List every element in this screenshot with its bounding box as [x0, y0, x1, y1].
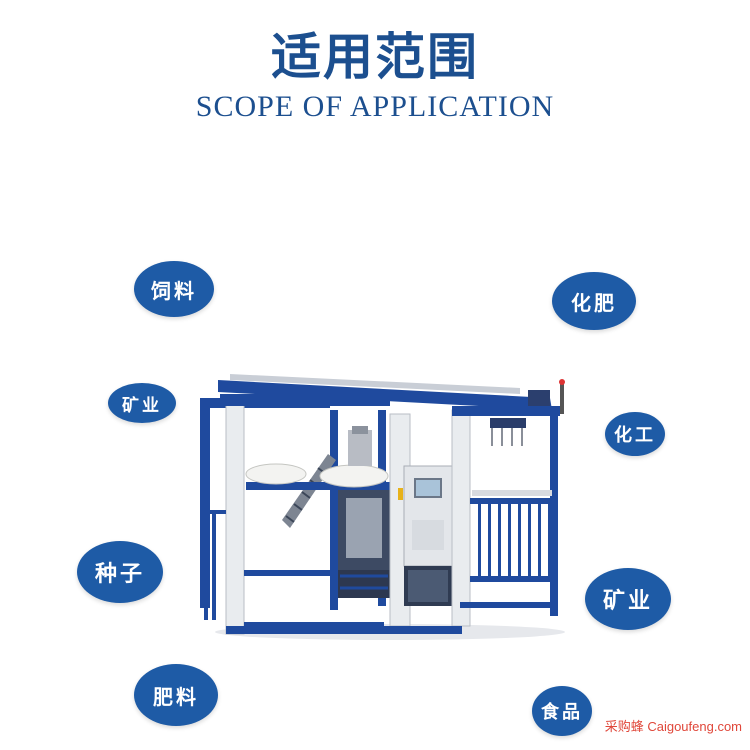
tag-fertilizer-top: 化肥 — [552, 272, 636, 330]
tag-seeds: 种子 — [77, 541, 163, 603]
tag-fertilizer-bottom: 肥料 — [134, 664, 218, 726]
page-subtitle: SCOPE OF APPLICATION — [195, 90, 555, 123]
machine-image — [200, 374, 565, 640]
tag-mining-left: 矿业 — [108, 383, 176, 423]
tag-feed: 饲料 — [134, 261, 214, 317]
tag-food: 食品 — [532, 686, 592, 736]
tag-chemical: 化工 — [605, 412, 665, 456]
watermark: 采购蜂 Caigoufeng.com — [604, 719, 742, 734]
tag-mining-right: 矿业 — [585, 568, 671, 630]
page-title: 适用范围 — [271, 27, 479, 86]
